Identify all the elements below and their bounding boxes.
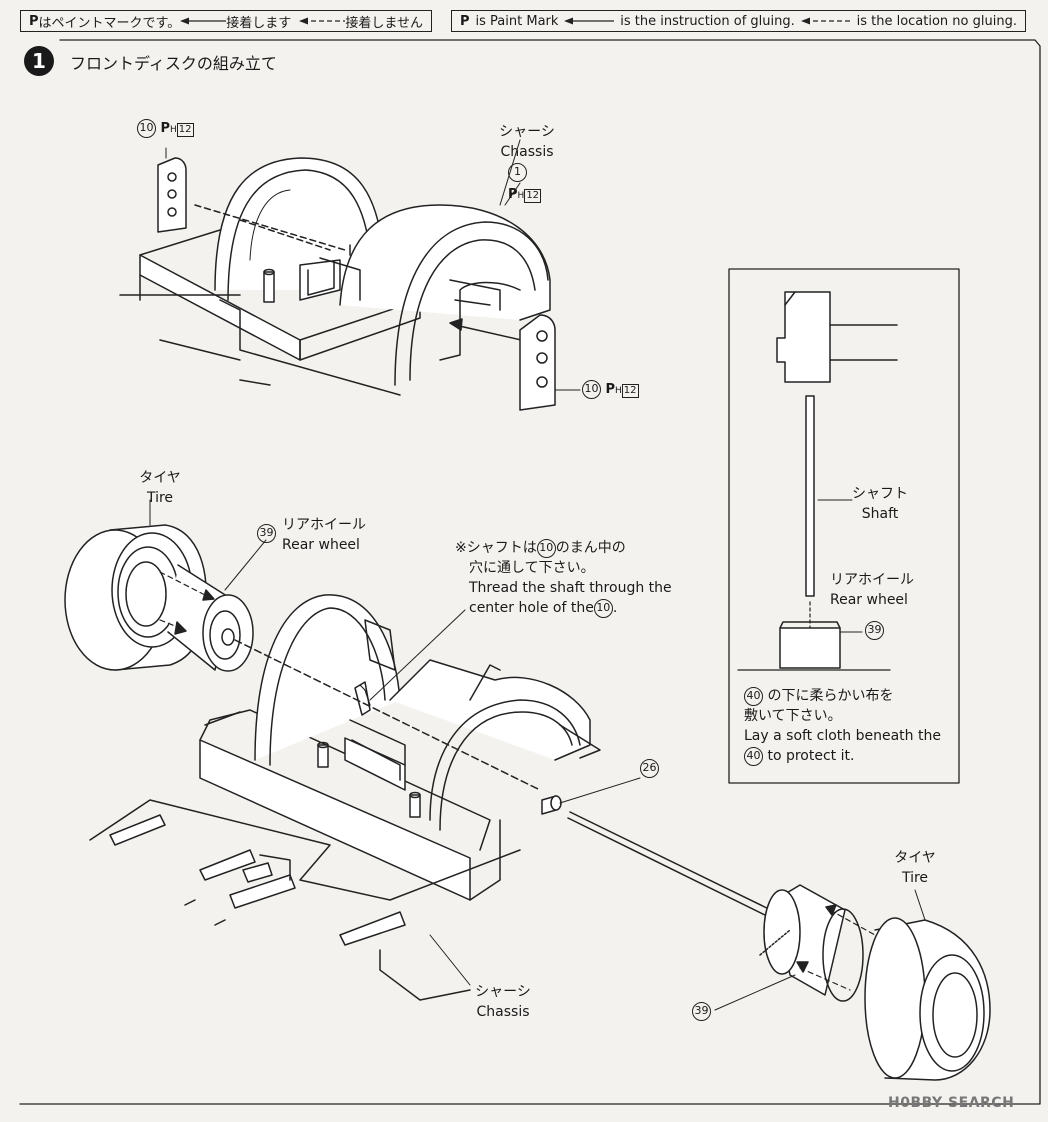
paint-code-box-3: 12 xyxy=(621,384,639,398)
no-glue-arrow-icon-en xyxy=(800,17,851,25)
step-number-badge: 1 xyxy=(24,46,54,76)
chassis-top-ja: シャーシ xyxy=(499,124,555,140)
paint-mark-p-2: P xyxy=(508,187,518,202)
right-tire-drawing xyxy=(864,889,991,1081)
step-frame xyxy=(19,39,1041,1105)
legend-japanese: P はペイントマークです。 接着します 接着しません xyxy=(20,10,432,32)
callout-part39-bottom: 39 xyxy=(692,1001,711,1021)
paint-mark-h-3: H xyxy=(614,386,622,396)
glue-arrow-icon-en xyxy=(564,17,615,25)
paint-mark-h-2: H xyxy=(517,191,525,201)
rear-wheel-inset-ja: リアホイール xyxy=(830,572,914,588)
label-rear-wheel: リアホイール Rear wheel xyxy=(282,515,366,555)
part-number-39-inset: 39 xyxy=(865,620,884,640)
top-chassis-drawing xyxy=(119,157,551,396)
thread-en-2: center hole of the xyxy=(469,600,594,616)
legend-en-glue-text: is the instruction of gluing. xyxy=(620,13,795,29)
part-10-plate-left xyxy=(157,147,187,233)
inset-box xyxy=(728,268,960,784)
label-shaft: シャフト Shaft xyxy=(845,484,915,524)
paint-code-box: 12 xyxy=(176,123,194,137)
cloth-part-40-en: 40 xyxy=(744,746,763,766)
watermark: H0BBY SEARCH xyxy=(888,1095,1015,1111)
right-rear-wheel-drawing xyxy=(714,884,876,1011)
cloth-ja-1: の下に柔らかい布を xyxy=(767,688,894,704)
tire-left-ja: タイヤ xyxy=(139,470,181,486)
callout-part1: 1 xyxy=(508,162,527,182)
tire-left-en: Tire xyxy=(146,490,174,506)
chassis-bottom-en: Chassis xyxy=(476,1004,530,1020)
legend-ja-glue-text: 接着します xyxy=(226,15,292,31)
callout-part39-left: 39 xyxy=(257,523,276,543)
part-number-10: 10 xyxy=(137,118,156,138)
thread-en-1: Thread the shaft through the xyxy=(469,580,672,596)
paint-mark-p-3: P xyxy=(605,382,615,397)
thread-ja-1: ※シャフトは xyxy=(455,540,537,556)
callout-part39-inset: 39 xyxy=(865,620,884,640)
cloth-part-40: 40 xyxy=(744,686,763,706)
rear-wheel-en: Rear wheel xyxy=(282,537,360,553)
chassis-top-en: Chassis xyxy=(500,144,554,160)
thread-ja-1b: のまん中の xyxy=(555,540,626,556)
cloth-ja-2: 敷いて下さい。 xyxy=(744,708,842,724)
left-rear-wheel-drawing xyxy=(159,539,267,672)
note-soft-cloth: 40 の下に柔らかい布を 敷いて下さい。 Lay a soft cloth be… xyxy=(744,686,941,766)
legend-ja-paint-text: はペイントマークです。 xyxy=(38,15,181,31)
cloth-en-1: Lay a soft cloth beneath the xyxy=(744,728,941,744)
shaft-en: Shaft xyxy=(861,506,899,522)
label-chassis-bottom: シャーシ Chassis xyxy=(468,982,538,1022)
paint-mark-symbol: P xyxy=(29,13,39,29)
part-number-1: 1 xyxy=(508,162,527,182)
paint-code-box-2: 12 xyxy=(524,189,542,203)
thread-en-2b: . xyxy=(612,600,618,616)
label-chassis-top: シャーシ Chassis xyxy=(492,122,562,162)
part-number-26: 26 xyxy=(640,758,659,778)
rear-wheel-ja: リアホイール xyxy=(282,517,366,533)
rear-wheel-inset-en: Rear wheel xyxy=(830,592,908,608)
thread-ja-2: 穴に通して下さい。 xyxy=(469,560,595,576)
callout-part26: 26 xyxy=(640,758,659,778)
cloth-en-2: to protect it. xyxy=(767,748,855,764)
chassis-bottom-ja: シャーシ xyxy=(475,984,531,1000)
glue-arrow-icon xyxy=(180,17,227,25)
label-tire-right: タイヤ Tire xyxy=(885,848,945,888)
tire-right-ja: タイヤ xyxy=(894,850,936,866)
step-title: フロントディスクの組み立て xyxy=(70,54,277,73)
part-10-plate-right xyxy=(519,314,581,411)
legend-english: P is Paint Mark is the instruction of gl… xyxy=(451,10,1026,32)
part-number-39: 39 xyxy=(257,523,276,543)
label-rear-wheel-inset: リアホイール Rear wheel xyxy=(830,570,914,610)
part-number-10-right: 10 xyxy=(582,379,601,399)
chassis-bottom-leader xyxy=(429,934,471,986)
tire-right-en: Tire xyxy=(901,870,929,886)
legend-en-paint-text: is Paint Mark xyxy=(475,13,559,29)
label-tire-left: タイヤ Tire xyxy=(130,468,190,508)
bottom-chassis-drawing xyxy=(89,594,776,1001)
shaft-ja: シャフト xyxy=(852,486,908,502)
paint-mark-symbol-en: P xyxy=(460,13,470,29)
part-number-39-bottom: 39 xyxy=(692,1001,711,1021)
legend-ja-no-glue-text: 接着しません xyxy=(345,15,423,31)
no-glue-arrow-icon xyxy=(299,17,346,25)
paint-mark-p: P xyxy=(160,121,170,136)
legend-en-no-glue-text: is the location no gluing. xyxy=(856,13,1017,29)
paint-mark-h: H xyxy=(169,125,177,135)
thread-part-10: 10 xyxy=(536,538,556,558)
thread-part-10-en: 10 xyxy=(593,598,613,618)
